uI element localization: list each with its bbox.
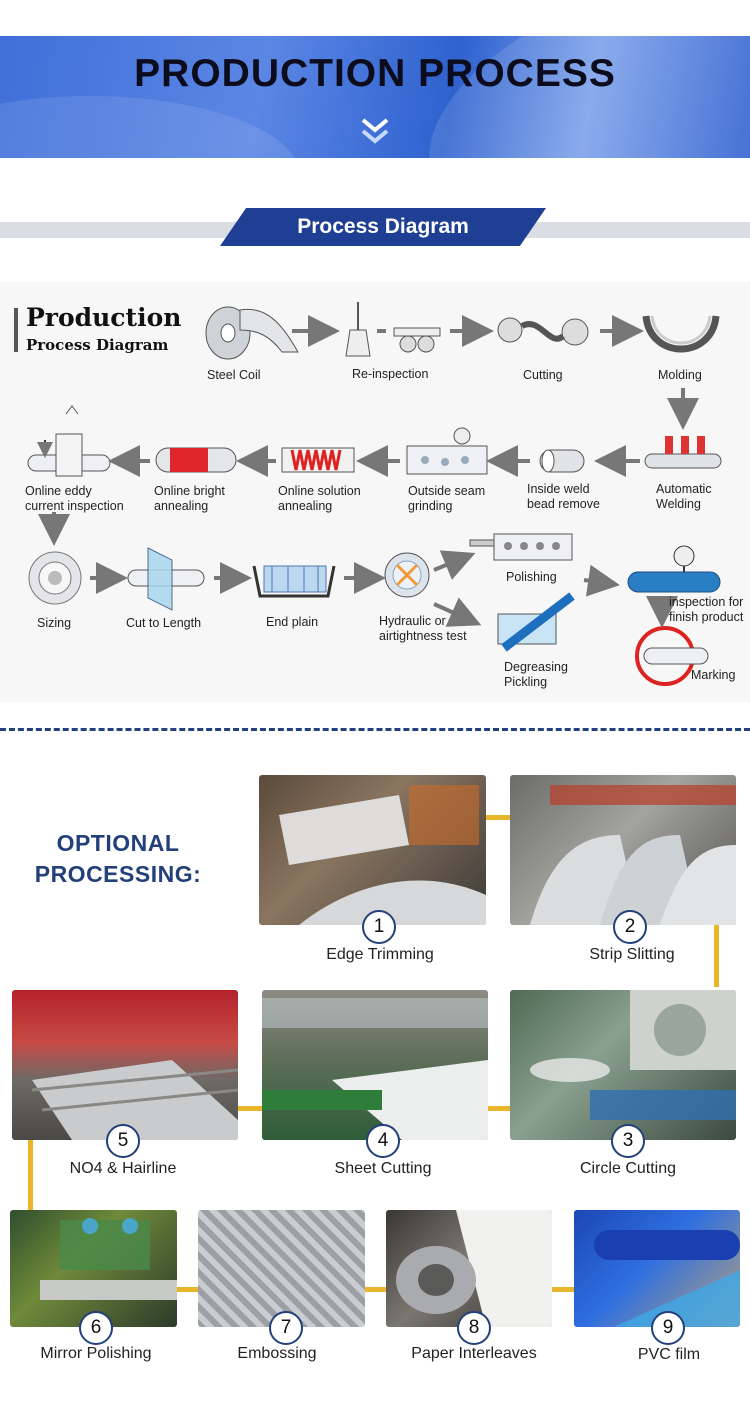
step-label-degreasing-pickling: Degreasing Pickling (504, 660, 568, 689)
connector-line (364, 1287, 386, 1292)
process-flow-illustration (27, 302, 722, 686)
caption-circle-cutting: Circle Cutting (579, 1160, 677, 1177)
circle-cutting-illustration (530, 990, 736, 1120)
re-inspection-icon (345, 302, 371, 357)
hydraulic-test-icon (384, 552, 430, 598)
step-label-cutting: Cutting (523, 368, 563, 382)
cut-to-length-icon (127, 547, 205, 611)
step-number-badge: 2 (613, 910, 647, 944)
connector-line (238, 1106, 262, 1111)
process-diagram-panel (0, 282, 750, 702)
diagram-title: Production (26, 303, 182, 332)
mirror-polishing-illustration (40, 1218, 177, 1300)
caption-edge-trimming: Edge Trimming (326, 946, 434, 963)
optional-processing-title: OPTIONAL PROCESSING: (28, 828, 208, 890)
banner-wave-decoration (0, 96, 300, 158)
marking-icon (635, 626, 709, 686)
double-chevron-down-icon (361, 118, 389, 144)
degreasing-pickling-icon (497, 592, 575, 652)
pvc-film-photo (574, 1210, 740, 1327)
paper-interleaves-illustration (396, 1210, 552, 1327)
step-number-badge: 4 (366, 1124, 400, 1158)
sheet-cutting-illustration (262, 998, 488, 1140)
step-label-inside-weld-bead: Inside weld bead remove (527, 482, 600, 511)
section-ribbon-label: Process Diagram (297, 215, 469, 238)
section-ribbon (220, 208, 546, 246)
caption-paper-interleaves: Paper Interleaves (411, 1345, 537, 1362)
caption-mirror-polishing: Mirror Polishing (40, 1345, 152, 1362)
optional-processing-title-text: OPTIONAL PROCESSING: (34, 830, 202, 887)
connector-line (488, 1106, 512, 1111)
connector-line (552, 1287, 574, 1292)
end-plain-icon (252, 565, 336, 598)
eddy-current-inspection-icon (27, 405, 111, 477)
caption-no4-hairline: NO4 & Hairline (69, 1160, 177, 1177)
forming-rolls-icon (497, 317, 589, 346)
edge-trimming-photo (259, 775, 486, 925)
automatic-welding-icon (644, 436, 722, 469)
connector-line (714, 925, 719, 987)
step-label-cut-to-length: Cut to Length (126, 616, 202, 630)
step-label-molding: Molding (658, 368, 702, 382)
step-number-badge: 7 (269, 1311, 303, 1345)
diagram-title-bar (14, 308, 18, 352)
step-number-badge: 1 (362, 910, 396, 944)
caption-embossing: Embossing (237, 1345, 317, 1362)
weld-bead-remove-icon (539, 449, 585, 473)
step-number-badge: 9 (651, 1311, 685, 1345)
page-title: PRODUCTION PROCESS (134, 52, 616, 95)
outside-seam-grinding-icon (406, 427, 488, 475)
connector-line (486, 815, 510, 820)
step-label-marking: Marking (691, 668, 736, 682)
connector-line (28, 1140, 33, 1210)
sheet-cutting-photo (262, 990, 488, 1140)
mirror-polishing-photo (10, 1210, 177, 1327)
step-label-sizing: Sizing (37, 616, 72, 630)
cutting-icon (393, 327, 441, 353)
edge-trimming-illustration (279, 785, 486, 925)
strip-slitting-illustration (530, 785, 736, 925)
polishing-icon (469, 533, 573, 561)
connector-line (177, 1287, 198, 1292)
step-number-badge: 3 (611, 1124, 645, 1158)
diagram-subtitle: Process Diagram (26, 336, 169, 354)
caption-sheet-cutting: Sheet Cutting (334, 1160, 432, 1177)
header-banner: PRODUCTION PROCESS (0, 36, 750, 158)
step-label-end-plain: End plain (266, 615, 319, 629)
step-label-eddy-current: Online eddy current inspection (25, 484, 124, 513)
step-label-finish-inspection: inspection for finish product (669, 595, 744, 624)
step-number-badge: 6 (79, 1311, 113, 1345)
section-divider (0, 728, 750, 731)
step-label-solution-annealing: Online solution annealing (278, 484, 361, 513)
step-number-badge: 5 (106, 1124, 140, 1158)
caption-strip-slitting: Strip Slitting (589, 946, 675, 963)
strip-slitting-photo (510, 775, 736, 925)
circle-cutting-photo (510, 990, 736, 1140)
step-label-bright-annealing: Online bright annealing (154, 484, 225, 513)
step-label-re-inspection: Re-inspection (352, 367, 429, 381)
step-label-polishing: Polishing (506, 570, 557, 584)
molding-icon (642, 315, 720, 353)
finish-inspection-icon (627, 545, 721, 593)
pvc-film-illustration (594, 1230, 740, 1327)
bright-annealing-icon (155, 447, 237, 473)
embossing-photo (198, 1210, 365, 1327)
steel-coil-icon (205, 306, 299, 360)
solution-annealing-icon (281, 447, 355, 473)
no4-hairline-photo (12, 990, 238, 1140)
sizing-icon (28, 551, 82, 605)
caption-pvc-film: PVC film (637, 1346, 701, 1363)
step-label-steel-coil: Steel Coil (207, 368, 261, 382)
step-label-hydraulic-test: Hydraulic or airtightness test (379, 614, 467, 643)
step-number-badge: 8 (457, 1311, 491, 1345)
paper-interleaves-photo (386, 1210, 552, 1327)
step-label-automatic-welding: Automatic Welding (656, 482, 712, 511)
step-label-outside-seam-grinding: Outside seam grinding (408, 484, 486, 513)
no4-hairline-illustration (31, 1060, 238, 1140)
